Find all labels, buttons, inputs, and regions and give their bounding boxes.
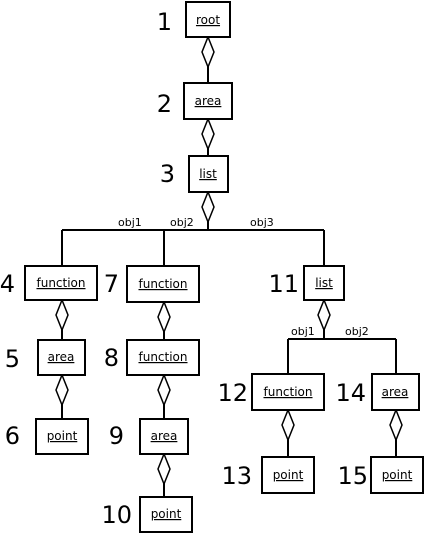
edge-label-obj2: obj2 — [345, 325, 369, 338]
node-label: point — [151, 507, 182, 521]
node-number: 3 — [160, 160, 175, 188]
node-function: function — [24, 265, 98, 301]
node-label: point — [382, 468, 413, 482]
node-list: list — [188, 155, 229, 193]
node-label: root — [196, 13, 220, 27]
node-number: 9 — [109, 422, 124, 450]
diamond-icon — [201, 34, 215, 70]
diamond-icon — [157, 451, 171, 487]
node-number: 8 — [104, 344, 119, 372]
node-label: area — [195, 94, 222, 108]
node-number: 12 — [217, 379, 248, 407]
node-label: area — [48, 350, 75, 364]
node-label: list — [315, 276, 333, 290]
node-number: 10 — [101, 501, 132, 529]
diamond-icon — [55, 297, 69, 333]
node-label: list — [199, 167, 217, 181]
node-numbers: 1 2 3 4 5 6 7 8 9 10 11 12 13 14 15 — [0, 8, 368, 529]
node-label: function — [263, 385, 312, 399]
edge-label-obj3: obj3 — [250, 216, 274, 229]
node-function: function — [126, 265, 200, 303]
diamond-icon — [55, 372, 69, 408]
node-list: list — [303, 265, 345, 301]
diamond-icon — [201, 116, 215, 152]
node-label: area — [151, 429, 178, 443]
node-area: area — [139, 418, 189, 455]
node-label: point — [47, 429, 78, 443]
node-label: function — [138, 277, 187, 291]
node-root: root — [185, 1, 231, 38]
node-area: area — [37, 339, 86, 376]
edge-label-obj2: obj2 — [170, 216, 194, 229]
node-function: function — [126, 339, 200, 376]
edge-labels: obj1 obj2 obj3 obj1 obj2 — [118, 216, 369, 338]
node-function: function — [251, 373, 325, 411]
diamond-icon — [157, 299, 171, 335]
node-number: 15 — [337, 462, 368, 490]
node-label: point — [273, 468, 304, 482]
edge-label-obj1: obj1 — [118, 216, 142, 229]
diamond-icon — [157, 372, 171, 408]
diamond-icon — [389, 407, 403, 443]
node-number: 4 — [0, 270, 15, 298]
node-number: 7 — [104, 270, 119, 298]
edge-label-obj1: obj1 — [291, 325, 315, 338]
node-label: function — [36, 276, 85, 290]
node-label: area — [382, 385, 409, 399]
node-number: 14 — [335, 379, 366, 407]
node-point: point — [139, 496, 193, 533]
diamond-icon — [281, 407, 295, 443]
diamond-icon — [317, 297, 331, 333]
node-point: point — [370, 456, 424, 494]
node-number: 1 — [157, 8, 172, 36]
node-area: area — [183, 82, 233, 120]
node-number: 2 — [157, 90, 172, 118]
node-number: 11 — [268, 270, 299, 298]
node-number: 5 — [5, 345, 20, 373]
diamond-icon — [201, 189, 215, 225]
node-area: area — [371, 373, 420, 411]
node-number: 13 — [221, 462, 252, 490]
composition-diamonds — [55, 34, 403, 487]
node-point: point — [35, 418, 89, 455]
node-point: point — [261, 456, 315, 494]
node-number: 6 — [5, 422, 20, 450]
node-label: function — [138, 350, 187, 364]
